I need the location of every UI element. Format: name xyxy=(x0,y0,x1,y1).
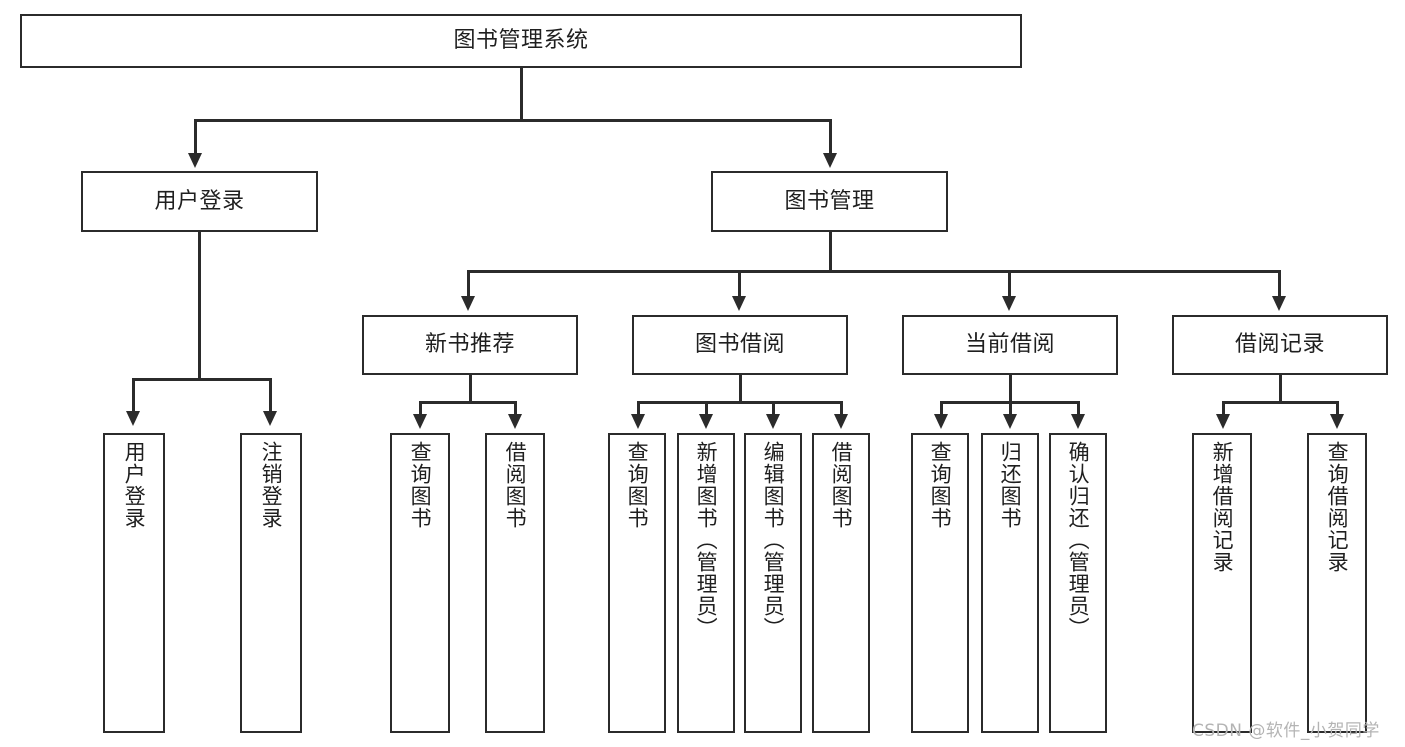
connector-book-borrow-stem xyxy=(739,375,742,403)
arrow-to-current-borrow xyxy=(1002,296,1016,311)
connector-user-login-drop-2 xyxy=(269,378,272,413)
leaf-logout-login[interactable]: 注销登录 xyxy=(240,433,302,733)
leaf-borrow-book-2[interactable]: 借阅图书 xyxy=(812,433,870,733)
connector-book-borrow-drop-2 xyxy=(705,401,708,416)
leaf-add-record[interactable]: 新增借阅记录 xyxy=(1192,433,1252,733)
node-borrow-record-label: 借阅记录 xyxy=(1234,332,1325,358)
arrow-leaf-return-book xyxy=(1003,414,1017,429)
connector-book-manage-stem xyxy=(829,232,832,272)
connector-borrow-record-drop-1 xyxy=(1222,401,1225,416)
node-new-book-recommend[interactable]: 新书推荐 xyxy=(362,315,578,375)
leaf-add-record-label: 新增借阅记录 xyxy=(1210,441,1235,573)
node-user-login[interactable]: 用户登录 xyxy=(81,171,318,232)
node-book-manage-label: 图书管理 xyxy=(784,188,875,214)
leaf-query-book-3-label: 查询图书 xyxy=(928,441,953,529)
node-root-label: 图书管理系统 xyxy=(453,28,589,54)
node-borrow-record[interactable]: 借阅记录 xyxy=(1172,315,1388,375)
node-book-manage[interactable]: 图书管理 xyxy=(711,171,948,232)
arrow-leaf-add-book xyxy=(699,414,713,429)
leaf-add-book-label: 新增图书（管理员） xyxy=(694,441,719,639)
connector-user-login-bus xyxy=(132,378,271,381)
arrow-to-book-manage xyxy=(823,153,837,168)
leaf-user-login-label: 用户登录 xyxy=(122,441,147,529)
arrow-to-borrow-record xyxy=(1272,296,1286,311)
connector-new-book-drop-1 xyxy=(419,401,422,416)
leaf-confirm-return-label: 确认归还（管理员） xyxy=(1066,441,1091,639)
node-new-book-recommend-label: 新书推荐 xyxy=(424,332,515,358)
connector-user-login-drop-1 xyxy=(132,378,135,413)
connector-to-user-login xyxy=(194,119,197,155)
leaf-borrow-book-1[interactable]: 借阅图书 xyxy=(485,433,545,733)
arrow-leaf-borrow-book-1 xyxy=(508,414,522,429)
leaf-query-book-2[interactable]: 查询图书 xyxy=(608,433,666,733)
connector-book-borrow-drop-3 xyxy=(772,401,775,416)
node-user-login-label: 用户登录 xyxy=(154,188,245,214)
arrow-to-book-borrow xyxy=(732,296,746,311)
connector-root-stem xyxy=(520,68,523,120)
arrow-leaf-query-book-2 xyxy=(631,414,645,429)
connector-level2-bus xyxy=(194,119,831,122)
leaf-query-record[interactable]: 查询借阅记录 xyxy=(1307,433,1367,733)
connector-borrow-record-bus xyxy=(1222,401,1338,404)
leaf-edit-book-label: 编辑图书（管理员） xyxy=(761,441,786,639)
leaf-user-login[interactable]: 用户登录 xyxy=(103,433,165,733)
connector-current-borrow-stem xyxy=(1009,375,1012,403)
leaf-return-book-label: 归还图书 xyxy=(998,441,1023,529)
node-root[interactable]: 图书管理系统 xyxy=(20,14,1022,68)
csdn-watermark: CSDN @软件_小贺同学 xyxy=(1192,721,1380,741)
connector-new-book-drop-2 xyxy=(514,401,517,416)
arrow-leaf-logout-login xyxy=(263,411,277,426)
leaf-confirm-return[interactable]: 确认归还（管理员） xyxy=(1049,433,1107,733)
connector-user-login-stem xyxy=(198,232,201,380)
connector-new-book-bus xyxy=(419,401,517,404)
leaf-logout-login-label: 注销登录 xyxy=(259,441,284,529)
leaf-add-book[interactable]: 新增图书（管理员） xyxy=(677,433,735,733)
connector-book-borrow-drop-1 xyxy=(637,401,640,416)
connector-to-borrow-record xyxy=(1278,270,1281,298)
arrow-to-new-book-recommend xyxy=(461,296,475,311)
node-current-borrow-label: 当前借阅 xyxy=(964,332,1055,358)
arrow-leaf-query-record xyxy=(1330,414,1344,429)
connector-new-book-stem xyxy=(469,375,472,403)
arrow-leaf-query-book-1 xyxy=(413,414,427,429)
connector-borrow-record-stem xyxy=(1279,375,1282,403)
connector-to-book-borrow xyxy=(738,270,741,298)
leaf-return-book[interactable]: 归还图书 xyxy=(981,433,1039,733)
connector-to-new-book xyxy=(467,270,470,298)
connector-to-book-manage xyxy=(829,119,832,155)
connector-book-borrow-drop-4 xyxy=(840,401,843,416)
connector-book-borrow-bus xyxy=(637,401,842,404)
leaf-borrow-book-1-label: 借阅图书 xyxy=(503,441,528,529)
arrow-leaf-confirm-return xyxy=(1071,414,1085,429)
leaf-query-record-label: 查询借阅记录 xyxy=(1325,441,1350,573)
leaf-query-book-1[interactable]: 查询图书 xyxy=(390,433,450,733)
connector-to-current-borrow xyxy=(1008,270,1011,298)
node-current-borrow[interactable]: 当前借阅 xyxy=(902,315,1118,375)
node-book-borrow-label: 图书借阅 xyxy=(694,332,785,358)
arrow-leaf-add-record xyxy=(1216,414,1230,429)
leaf-query-book-2-label: 查询图书 xyxy=(625,441,650,529)
arrow-leaf-edit-book xyxy=(766,414,780,429)
connector-level3-bus xyxy=(467,270,1280,273)
arrow-leaf-query-book-3 xyxy=(934,414,948,429)
leaf-query-book-1-label: 查询图书 xyxy=(408,441,433,529)
connector-current-borrow-drop-1 xyxy=(940,401,943,416)
node-book-borrow[interactable]: 图书借阅 xyxy=(632,315,848,375)
connector-borrow-record-drop-2 xyxy=(1336,401,1339,416)
leaf-borrow-book-2-label: 借阅图书 xyxy=(829,441,854,529)
arrow-leaf-user-login xyxy=(126,411,140,426)
connector-current-borrow-drop-3 xyxy=(1077,401,1080,416)
connector-current-borrow-drop-2 xyxy=(1009,401,1012,416)
arrow-leaf-borrow-book-2 xyxy=(834,414,848,429)
leaf-query-book-3[interactable]: 查询图书 xyxy=(911,433,969,733)
arrow-to-user-login xyxy=(188,153,202,168)
leaf-edit-book[interactable]: 编辑图书（管理员） xyxy=(744,433,802,733)
